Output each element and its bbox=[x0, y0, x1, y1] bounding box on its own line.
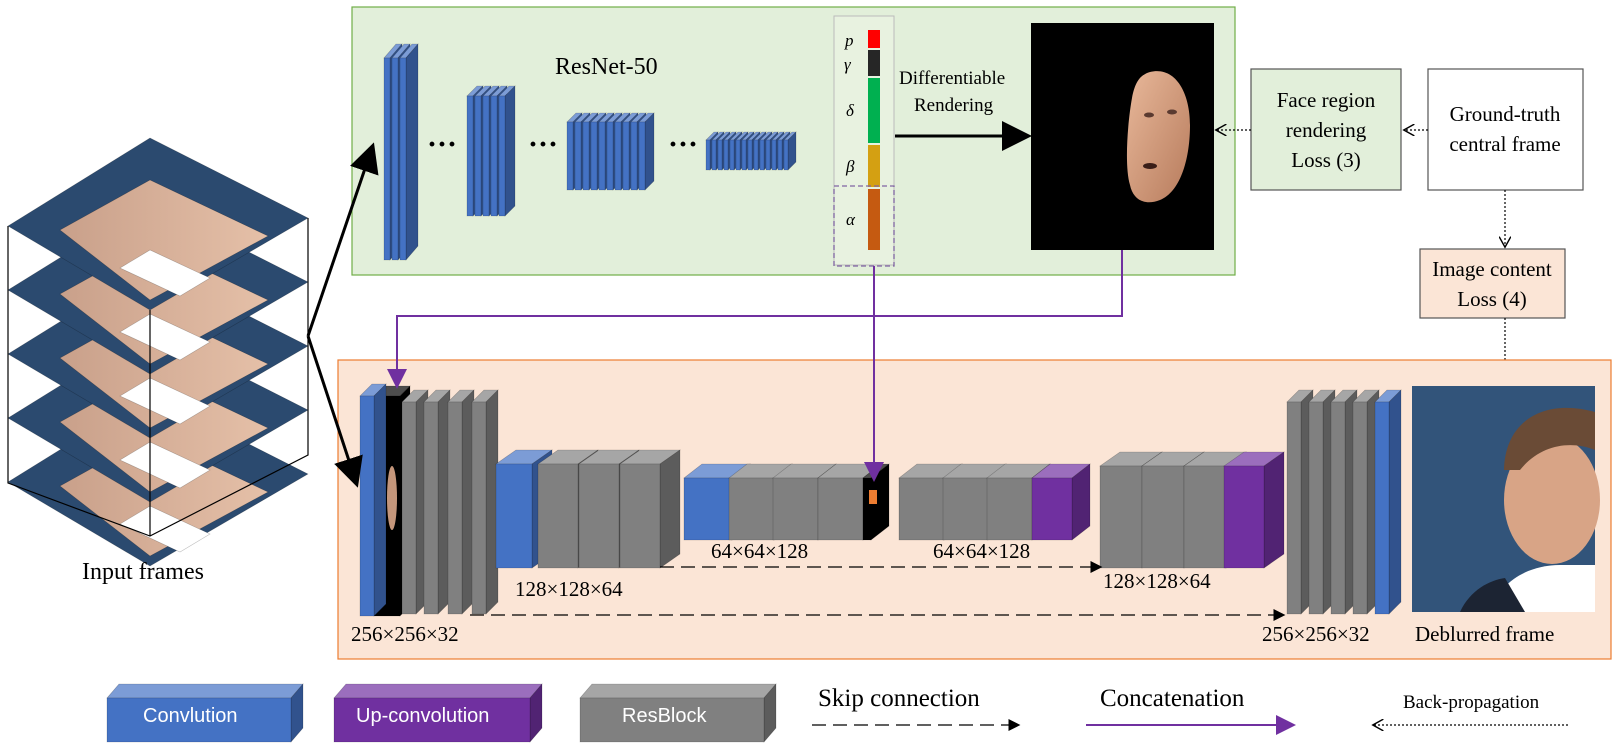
legend-conv-label: Convlution bbox=[143, 705, 238, 727]
input-frames-stack bbox=[7, 137, 309, 567]
ground-truth-line2: central frame bbox=[1449, 132, 1560, 156]
param-label-delta: δ bbox=[846, 101, 855, 120]
dim-label-3: 64×64×128 bbox=[711, 539, 808, 563]
render-label-line2: Rendering bbox=[914, 95, 994, 116]
alpha-highlight bbox=[833, 185, 895, 267]
dim-label-2: 128×128×64 bbox=[515, 577, 623, 601]
alpha-concat-marker bbox=[869, 490, 877, 504]
face-region-loss-box bbox=[1250, 68, 1402, 191]
ellipsis-1: ··· bbox=[427, 128, 457, 161]
first-conv-face bbox=[387, 466, 397, 530]
resnet-layer-4-14 bbox=[783, 131, 797, 171]
param-bar-gamma bbox=[868, 50, 880, 76]
legend bbox=[106, 683, 777, 743]
ground-truth-box bbox=[1427, 68, 1584, 191]
param-label-alpha: α bbox=[846, 210, 856, 229]
resnet-title: ResNet-50 bbox=[555, 54, 658, 80]
resblock-4 bbox=[423, 389, 451, 615]
param-bar-delta bbox=[868, 78, 880, 143]
input-caption: Input frames bbox=[82, 559, 204, 585]
resblock-5 bbox=[447, 389, 475, 615]
param-label-gamma: γ bbox=[844, 55, 852, 74]
rendered-face-mask bbox=[1126, 71, 1190, 203]
param-panel bbox=[833, 15, 895, 266]
legend-concat-label: Concatenation bbox=[1100, 685, 1245, 712]
dim-label-4: 64×64×128 bbox=[933, 539, 1030, 563]
concat-line-render bbox=[387, 250, 1123, 389]
param-bar-p bbox=[868, 30, 880, 48]
dim-label-1: 256×256×32 bbox=[351, 622, 459, 646]
ellipsis-3: ··· bbox=[668, 128, 698, 161]
resnet-layer-3-10 bbox=[638, 112, 655, 191]
render-label-line1: Differentiable bbox=[899, 68, 1005, 89]
conv-block-28 bbox=[1374, 389, 1402, 615]
resnet-blocks bbox=[383, 43, 797, 261]
image-content-loss-line2: Loss (4) bbox=[1457, 287, 1526, 311]
legend-upconv-label: Up-convolution bbox=[356, 705, 489, 727]
legend-conv-block bbox=[106, 683, 304, 743]
image-content-loss-line1: Image content bbox=[1432, 257, 1552, 281]
dim-label-5: 128×128×64 bbox=[1103, 569, 1211, 593]
legend-upconv-block bbox=[333, 683, 543, 743]
dim-label-6: 256×256×32 bbox=[1262, 622, 1370, 646]
face-region-loss-line1: Face region bbox=[1277, 88, 1376, 112]
input-arrow-network bbox=[306, 335, 363, 488]
face-region-loss-line2: rendering bbox=[1286, 118, 1367, 142]
input-frame-5 bbox=[7, 137, 309, 311]
upconv-block-23 bbox=[1223, 451, 1285, 569]
ground-truth-line1: Ground-truth bbox=[1450, 102, 1561, 126]
param-bar-alpha bbox=[868, 189, 880, 250]
resnet-layer-2-5 bbox=[498, 85, 516, 217]
resblock-10 bbox=[619, 449, 681, 569]
conv-block-2 bbox=[359, 383, 387, 617]
legend-skip-label: Skip connection bbox=[818, 685, 980, 712]
face-region-loss-line3: Loss (3) bbox=[1291, 148, 1360, 172]
output-caption: Deblurred frame bbox=[1415, 622, 1554, 646]
param-label-p: p bbox=[844, 31, 854, 50]
input-arrow-resnet bbox=[306, 142, 379, 337]
network-blocks bbox=[359, 383, 1402, 617]
resblock-26 bbox=[1330, 389, 1358, 615]
ellipsis-2: ··· bbox=[528, 128, 558, 161]
legend-backprop-label: Back-propagation bbox=[1403, 692, 1540, 713]
resnet-layer-1-3 bbox=[399, 43, 419, 261]
legend-resblock-block bbox=[579, 683, 777, 743]
resblock-6 bbox=[471, 389, 499, 615]
param-bar-beta bbox=[868, 145, 880, 187]
param-label-beta: β bbox=[845, 157, 855, 176]
image-content-loss-box bbox=[1419, 248, 1566, 319]
upconv-block-19 bbox=[1031, 463, 1091, 541]
legend-resblock-label: ResBlock bbox=[622, 705, 707, 727]
